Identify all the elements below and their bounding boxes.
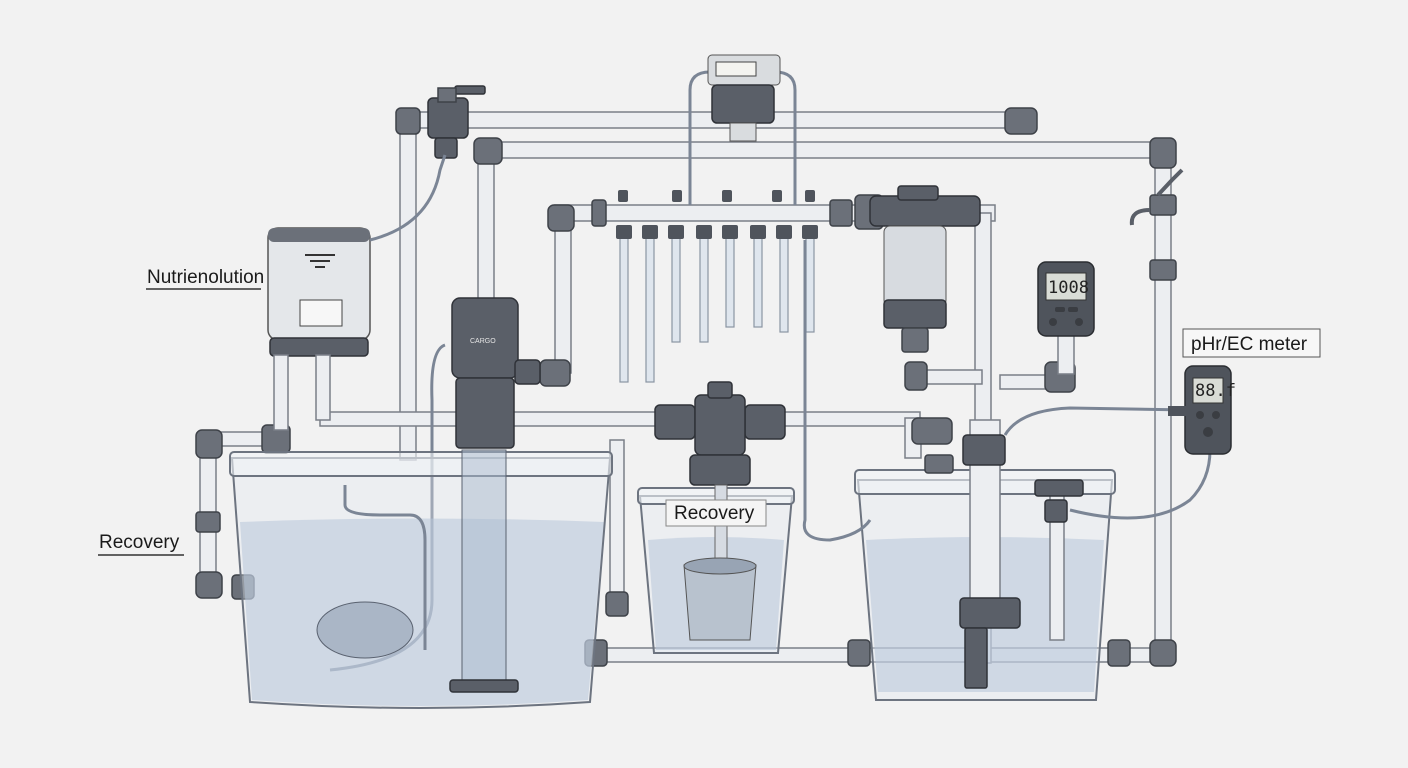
nutrient-solution-label: Nutrienolution: [147, 267, 264, 288]
elbow-fitting: [911, 417, 953, 445]
drip-line: [805, 231, 815, 333]
faucet[interactable]: [1129, 168, 1184, 226]
ph-ec-meter-label: pHr/EC meter: [1191, 334, 1308, 355]
recovery-middle-label: Recovery: [674, 503, 755, 524]
valve-fitting: [195, 511, 221, 533]
lower-meter-display: 88.f: [1195, 381, 1236, 401]
drip-line: [619, 231, 629, 383]
timer-controller: [688, 54, 797, 205]
top-valve[interactable]: [427, 85, 486, 159]
pump-label: CARGO: [470, 338, 496, 345]
central-valve[interactable]: [654, 381, 786, 486]
elbow-fitting: [195, 429, 223, 459]
label-recovery-middle: Recovery: [665, 499, 767, 527]
elbow-fitting: [395, 107, 421, 135]
pipe-coupling: [1149, 259, 1177, 281]
recovery-left-label: Recovery: [99, 532, 180, 553]
pump-riser-pipe: [477, 149, 495, 301]
drip-line: [753, 231, 763, 328]
recovery-bucket-middle: [637, 484, 795, 654]
elbow-fitting: [1004, 107, 1038, 135]
drip-line: [779, 231, 789, 333]
right-riser-pipe: [1154, 149, 1172, 656]
elbow-fitting: [539, 359, 571, 387]
elbow-fitting: [1149, 639, 1177, 667]
elbow-fitting: [904, 361, 928, 391]
ec-meter-upper: 1008: [1037, 261, 1095, 375]
pipe-coupling: [1149, 194, 1177, 216]
filter-canister: [869, 185, 981, 353]
elbow-fitting: [473, 137, 503, 165]
pipe-coupling: [847, 639, 871, 667]
pipe-coupling: [605, 591, 629, 617]
elbow-fitting: [547, 204, 575, 232]
label-nutrient-solution: Nutrienolution: [146, 267, 264, 290]
label-recovery-left: Recovery: [98, 532, 184, 556]
elbow-fitting: [195, 571, 223, 599]
drip-line: [645, 231, 655, 383]
elbow-fitting: [1149, 137, 1177, 169]
mid-feed-pipe: [319, 411, 921, 427]
second-pipe: [477, 141, 1169, 159]
drip-line: [671, 231, 681, 343]
manifold-drop-pipe: [554, 212, 572, 374]
drip-manifold: [591, 190, 884, 383]
ph-ec-meter: 88.f: [1168, 365, 1236, 455]
pipe-coupling: [1107, 639, 1131, 667]
drip-line: [699, 231, 709, 343]
nutrient-solution-tank: [267, 154, 447, 431]
reservoir-tank-right: [802, 240, 1212, 701]
reservoir-tank-left: [229, 449, 613, 709]
drip-line: [725, 231, 735, 328]
upper-meter-display: 1008: [1048, 278, 1089, 298]
left-riser-pipe: [399, 119, 417, 461]
label-ph-ec-meter: pHr/EC meter: [1182, 328, 1321, 358]
